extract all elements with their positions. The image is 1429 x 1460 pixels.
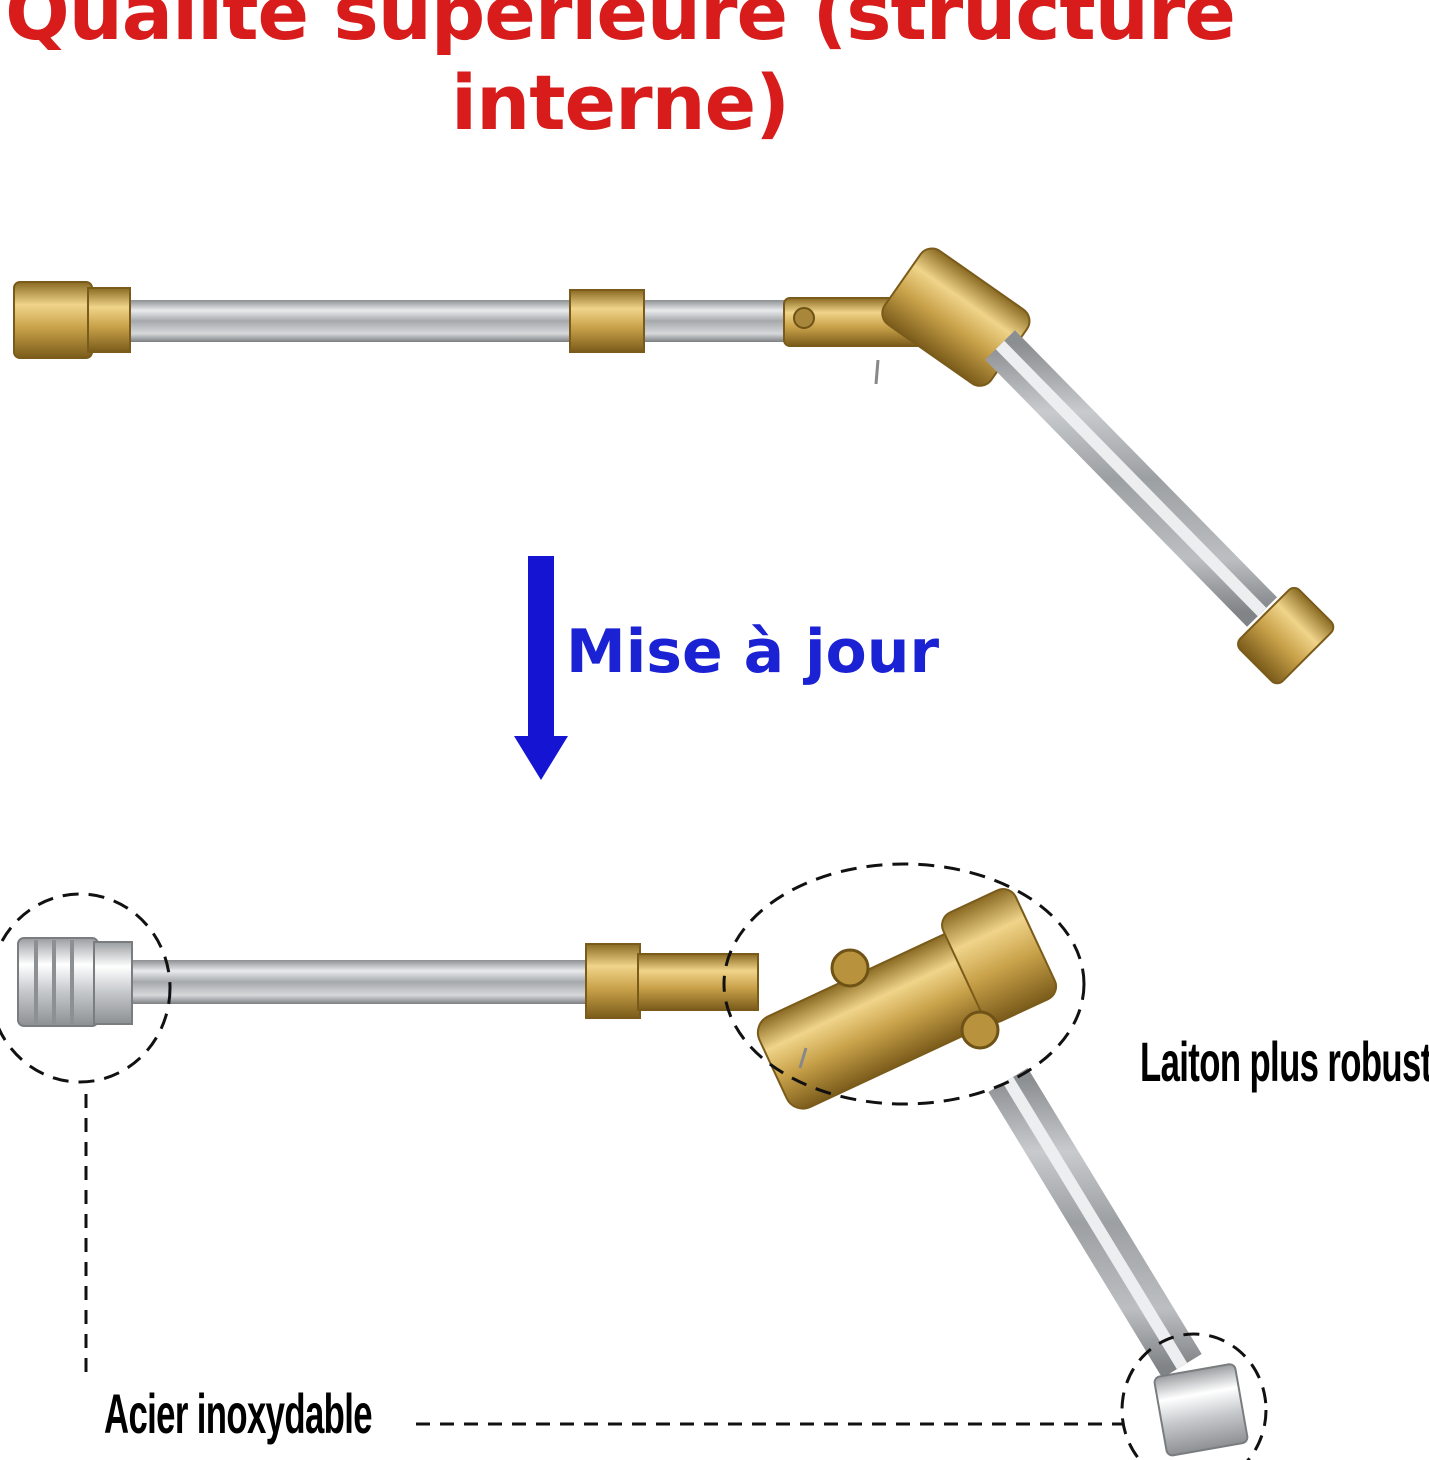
steel-outlet-highlight [1120, 1332, 1268, 1460]
callout-markers [0, 862, 1268, 1460]
down-arrow-icon [514, 556, 568, 780]
new-stainless-outlet [1153, 1363, 1249, 1457]
steel-coupler-highlight [0, 892, 172, 1084]
new-wand [17, 888, 1249, 1457]
old-quick-coupler [13, 281, 93, 359]
brass-body-highlight [722, 862, 1086, 1106]
old-outlet-fitting [1237, 587, 1335, 685]
brass-callout-label: Laiton plus robuste [1140, 1030, 1429, 1093]
old-mid-nut [569, 289, 645, 353]
old-wand-tube [120, 300, 800, 342]
old-wand [13, 247, 1335, 685]
new-stainless-coupler [17, 937, 133, 1027]
page-title: Qualité supérieure (structure interne) [5, 0, 1236, 147]
new-mid-nut [585, 943, 641, 1019]
steel-callout-label: Acier inoxydable [104, 1382, 373, 1445]
update-label: Mise à jour [566, 617, 940, 687]
